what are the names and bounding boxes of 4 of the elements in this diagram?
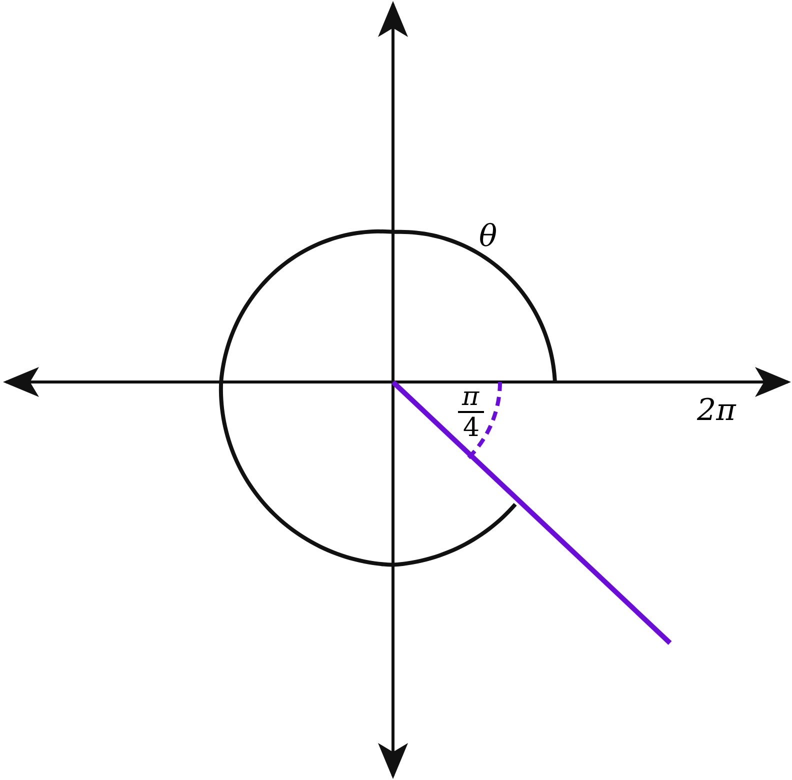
period-label: 2π — [697, 396, 736, 426]
numerator-label: π — [462, 384, 480, 410]
angle-label: θ — [479, 222, 498, 252]
denominator-label: 4 — [463, 415, 480, 441]
